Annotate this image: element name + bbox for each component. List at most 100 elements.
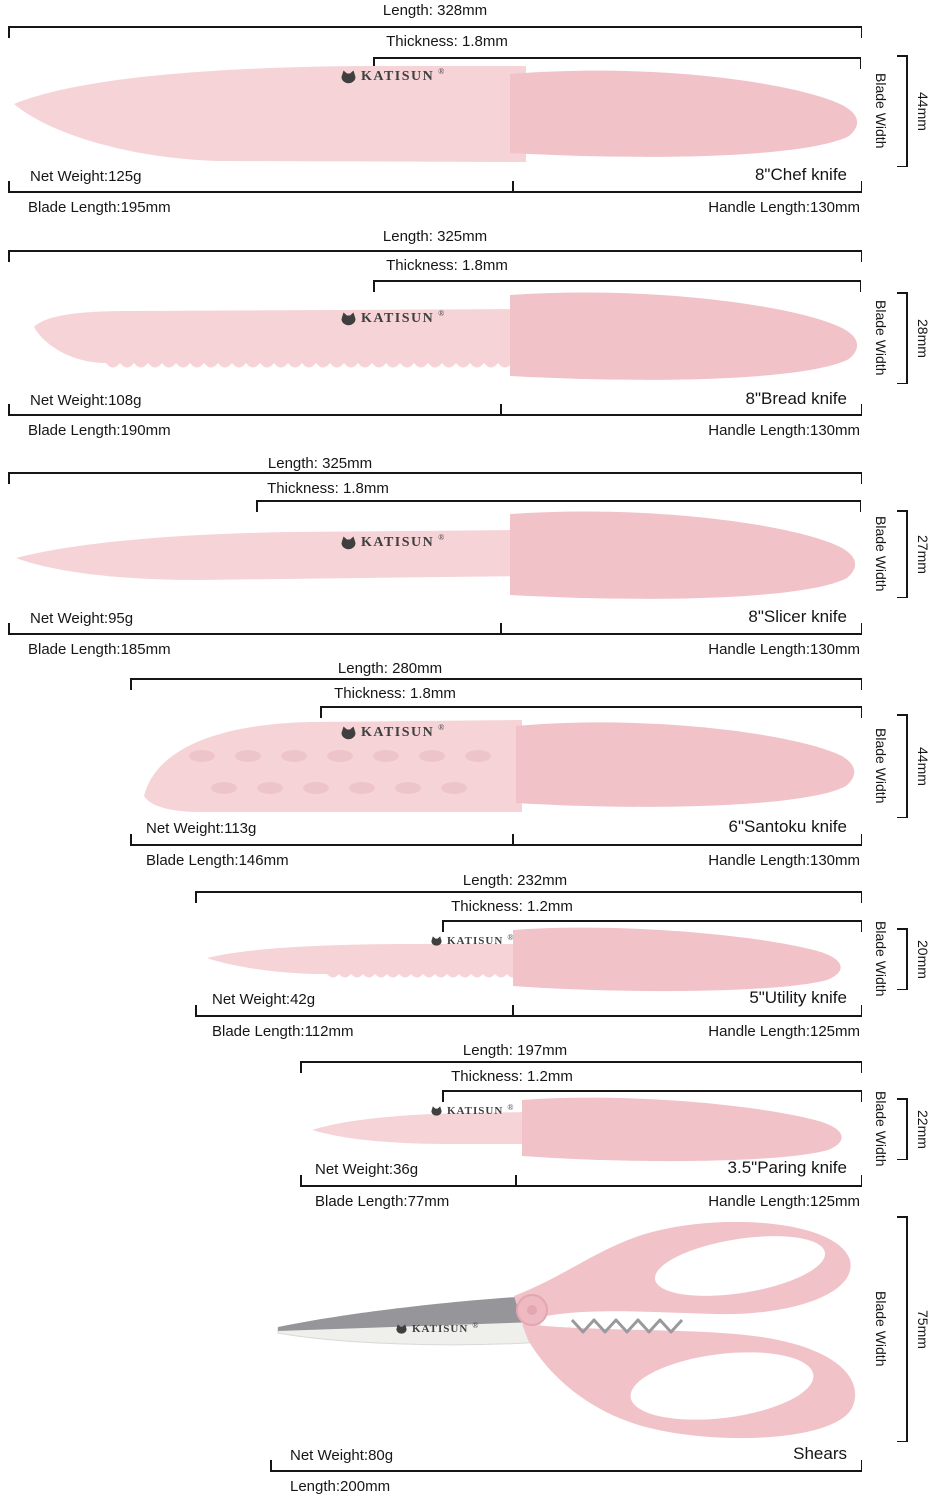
blade-width-label: Blade Width <box>873 728 889 804</box>
thickness-dim-line <box>442 920 862 929</box>
slicer-knife-image <box>16 511 856 599</box>
blade-length-label: Blade Length:77mm <box>315 1193 450 1210</box>
registered-mark: ® <box>507 933 514 942</box>
shears-name: Shears <box>793 1444 847 1463</box>
brand-name: KATISUN <box>361 311 435 326</box>
chef-handle <box>510 70 858 157</box>
shears-upper-handle-hole <box>654 1236 826 1296</box>
blade-width-value: 27mm <box>915 534 931 574</box>
paring-blade <box>312 1112 528 1144</box>
thickness-label: Thickness: 1.8mm <box>334 685 456 702</box>
thickness-dim-line <box>442 1090 862 1099</box>
cat-logo-icon <box>341 312 356 326</box>
thickness-label: Thickness: 1.8mm <box>386 257 508 274</box>
registered-mark: ® <box>438 67 445 76</box>
cat-logo-icon <box>431 936 442 946</box>
handle-length-label: Handle Length:125mm <box>708 1193 860 1210</box>
katisun-logo: KATISUN® <box>340 309 445 327</box>
brand-name: KATISUN <box>447 935 504 947</box>
chef-blade <box>14 66 526 162</box>
blade-width-label: Blade Width <box>873 73 889 149</box>
handle-length-label: Handle Length:130mm <box>708 852 860 869</box>
bread-blade <box>34 309 526 368</box>
length-label: Length: 280mm <box>337 660 443 677</box>
thickness-label: Thickness: 1.8mm <box>386 33 508 50</box>
net-weight-label: Net Weight:108g <box>30 392 142 409</box>
handle-length-label: Handle Length:125mm <box>708 1023 860 1040</box>
net-weight-label: Net Weight:113g <box>146 820 257 837</box>
paring-knife-image <box>312 1097 842 1162</box>
blade-handle-dim-line <box>300 1174 862 1187</box>
length-label: Length: 325mm <box>267 455 373 472</box>
shears-gripper-teeth <box>570 1318 684 1334</box>
net-weight-label: Net Weight:95g <box>30 610 134 627</box>
utility-knife-image <box>207 927 841 992</box>
length-label: Length:200mm <box>290 1478 391 1495</box>
utility-blade <box>207 944 519 978</box>
registered-mark: ® <box>438 533 445 542</box>
blade-width-label: Blade Width <box>873 300 889 376</box>
katisun-logo: KATISUN® <box>340 533 445 551</box>
knife-name: 3.5"Paring knife <box>727 1158 847 1177</box>
thickness-dim-line <box>373 280 861 289</box>
knife-name: 8"Chef knife <box>754 165 847 184</box>
slicer-handle <box>510 511 856 599</box>
blade-length-label: Blade Length:195mm <box>28 199 171 216</box>
thickness-label: Thickness: 1.8mm <box>267 480 389 497</box>
registered-mark: ® <box>472 1321 479 1330</box>
length-dim-line <box>270 1462 862 1472</box>
brand-name: KATISUN <box>361 69 435 84</box>
blade-width-label: Blade Width <box>873 921 889 997</box>
brand-name: KATISUN <box>447 1105 504 1117</box>
blade-handle-dim-line <box>8 403 862 416</box>
registered-mark: ® <box>438 309 445 318</box>
registered-mark: ® <box>507 1103 514 1112</box>
thickness-dim-line <box>320 706 862 715</box>
blade-width-value: 20mm <box>915 939 931 979</box>
length-dim-line <box>300 1061 862 1070</box>
thickness-dim-line <box>256 500 861 509</box>
knife-name: 5"Utility knife <box>749 988 847 1007</box>
brand-name: KATISUN <box>361 725 435 740</box>
length-dim-line <box>8 250 862 259</box>
net-weight-label: Net Weight:80g <box>290 1447 394 1464</box>
knife-name: 6"Santoku knife <box>728 817 847 836</box>
blade-width-dim-line <box>898 928 908 990</box>
registered-mark: ® <box>438 723 445 732</box>
blade-width-value: 44mm <box>915 746 931 786</box>
blade-width-dim-line <box>898 55 908 167</box>
blade-handle-dim-line <box>8 180 862 193</box>
santoku-blade <box>144 720 522 812</box>
utility-handle <box>513 927 841 992</box>
blade-handle-dim-line <box>195 1004 862 1017</box>
length-dim-line <box>130 678 862 687</box>
blade-width-dim-line <box>898 1216 908 1442</box>
blade-length-label: Blade Length:185mm <box>28 641 171 658</box>
blade-width-value: 28mm <box>915 318 931 358</box>
length-label: Length: 328mm <box>382 2 488 19</box>
thickness-label: Thickness: 1.2mm <box>451 898 573 915</box>
chef-knife-image <box>14 66 858 162</box>
katisun-logo: KATISUN® <box>430 933 514 947</box>
paring-handle <box>522 1097 842 1162</box>
brand-name: KATISUN <box>412 1323 469 1335</box>
length-label: Length: 232mm <box>462 872 568 889</box>
bread-handle <box>510 292 858 380</box>
cat-logo-icon <box>341 536 356 550</box>
cat-logo-icon <box>341 70 356 84</box>
length-dim-line <box>195 891 862 900</box>
thickness-label: Thickness: 1.2mm <box>451 1068 573 1085</box>
blade-width-dim-line <box>898 1098 908 1160</box>
net-weight-label: Net Weight:125g <box>30 168 142 185</box>
length-dim-line <box>8 472 862 481</box>
slicer-blade <box>16 530 526 580</box>
shears-lower-handle-hole <box>630 1352 814 1420</box>
length-dim-line <box>8 26 862 35</box>
net-weight-label: Net Weight:42g <box>212 991 316 1008</box>
cat-logo-icon <box>341 726 356 740</box>
cat-logo-icon <box>396 1324 407 1334</box>
length-label: Length: 197mm <box>462 1042 568 1059</box>
blade-width-label: Blade Width <box>873 516 889 592</box>
blade-width-value: 22mm <box>915 1109 931 1149</box>
santoku-knife-image <box>144 720 855 812</box>
